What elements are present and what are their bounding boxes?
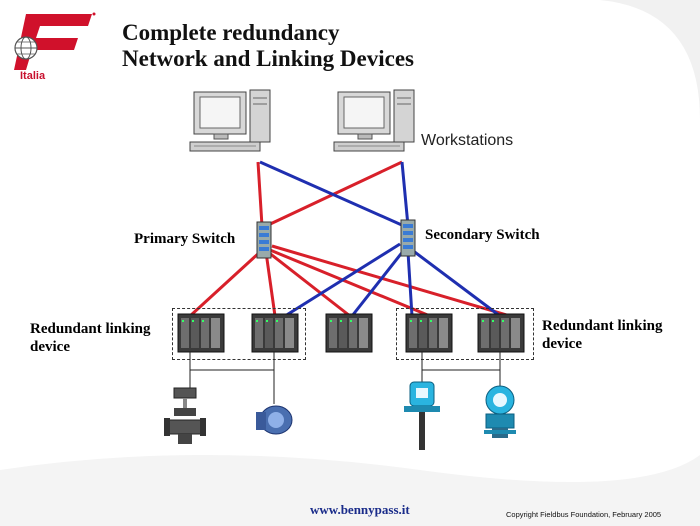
primary-switch-icon — [256, 221, 272, 259]
link-secondary-ld2 — [284, 242, 401, 318]
link-primary-ld2 — [264, 251, 277, 317]
link-ws1-primary — [256, 161, 264, 227]
temperature-transmitter-icon — [484, 385, 516, 438]
fieldbus-logo: Italia — [8, 6, 98, 86]
link-ws2-secondary — [400, 161, 410, 227]
footer-url[interactable]: www.bennypass.it — [310, 502, 410, 517]
link-primary-ld5 — [271, 244, 511, 318]
link-ws1-secondary — [259, 160, 405, 228]
link-primary-ld4 — [269, 248, 431, 318]
workstations-label: Workstations — [421, 132, 514, 149]
link-secondary-ld3 — [350, 249, 406, 317]
secondary-switch-label: Secondary Switch — [425, 227, 540, 243]
link-secondary-ld5 — [411, 248, 501, 318]
logo-text: Italia — [20, 70, 46, 82]
secondary-switch-icon — [400, 219, 416, 257]
pressure-transmitter-icon — [404, 381, 440, 450]
link-secondary-ld4 — [406, 251, 414, 317]
right-linking-group — [396, 308, 534, 360]
right-linking-label: Redundant linking device — [542, 318, 663, 352]
workstation-2-icon — [333, 89, 415, 152]
title-line-2: Network and Linking Devices — [122, 46, 414, 71]
title-line-1: Complete redundancy — [122, 20, 340, 45]
link-primary-ld3 — [267, 250, 351, 318]
left-linking-group — [172, 308, 306, 360]
left-linking-label: Redundant linking device — [30, 321, 151, 355]
footer-copyright: Copyright Fieldbus Foundation, February … — [506, 510, 662, 519]
fieldbus-logo-icon — [14, 12, 96, 70]
page-title: Complete redundancy Network and Linking … — [122, 20, 414, 72]
workstation-1-icon — [189, 89, 271, 152]
link-primary-ld1 — [188, 250, 262, 318]
primary-switch-label: Primary Switch — [134, 231, 236, 247]
flow-meter-icon — [256, 405, 293, 435]
control-valve-icon — [164, 387, 206, 444]
